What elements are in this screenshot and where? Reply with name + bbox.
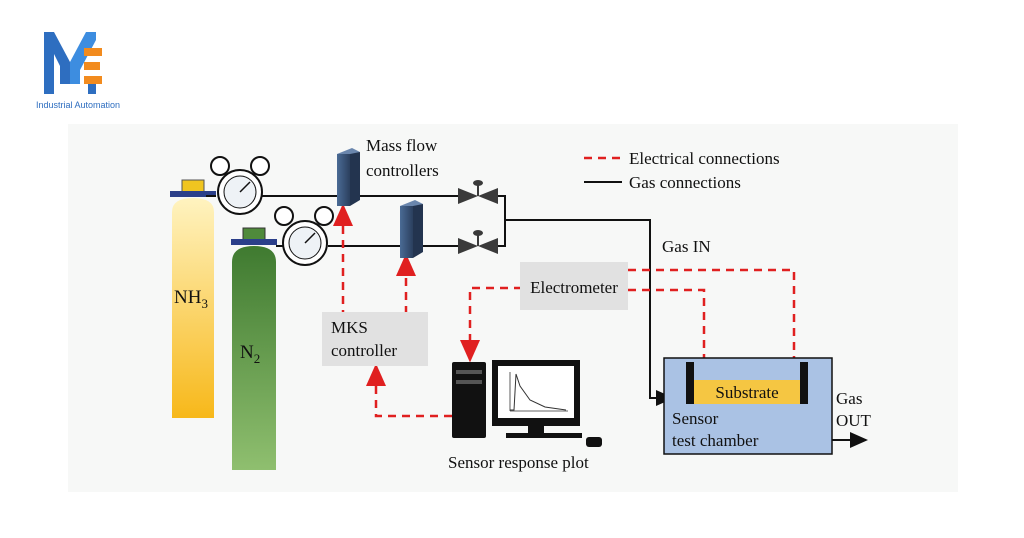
chamber-electrode-left xyxy=(686,362,694,404)
nh3-label: NH3 xyxy=(174,287,208,311)
legend-electrical-label: Electrical connections xyxy=(629,149,780,168)
gas-in-label: Gas IN xyxy=(662,237,711,256)
nh3-cylinder xyxy=(170,179,216,418)
electrical-lines xyxy=(333,203,796,418)
mass-flow-controller-2 xyxy=(400,200,423,258)
electrometer-box xyxy=(520,262,628,310)
mks-controller-label: MKS controller xyxy=(331,318,397,360)
logo-caption: Industrial Automation xyxy=(36,100,121,110)
computer-caption: Sensor response plot xyxy=(448,453,589,472)
legend-gas-label: Gas connections xyxy=(629,173,741,192)
nh3-regulator-gauge xyxy=(206,156,270,215)
n2-cylinder xyxy=(231,227,277,470)
legend: Electrical connections Gas connections xyxy=(584,149,780,192)
electrometer-label: Electrometer xyxy=(530,278,618,297)
chamber-electrode-right xyxy=(800,362,808,404)
n2-label: N2 xyxy=(240,342,260,366)
n2-regulator-gauge xyxy=(274,206,334,266)
sensor-response-curve xyxy=(510,373,567,411)
mass-flow-label: Mass flow controllers xyxy=(366,136,442,180)
substrate-label: Substrate xyxy=(715,383,778,402)
gas-lines xyxy=(262,195,868,448)
company-logo xyxy=(44,32,102,94)
mks-controller-box xyxy=(322,312,428,366)
valve-2 xyxy=(458,230,498,254)
substrate xyxy=(694,380,800,404)
mass-flow-controller-1 xyxy=(337,148,360,206)
computer xyxy=(452,360,602,447)
valve-1 xyxy=(458,180,498,204)
chamber-label: Sensor test chamber xyxy=(672,409,759,450)
mouse xyxy=(586,437,602,447)
gas-out-label: Gas OUT xyxy=(836,389,872,430)
